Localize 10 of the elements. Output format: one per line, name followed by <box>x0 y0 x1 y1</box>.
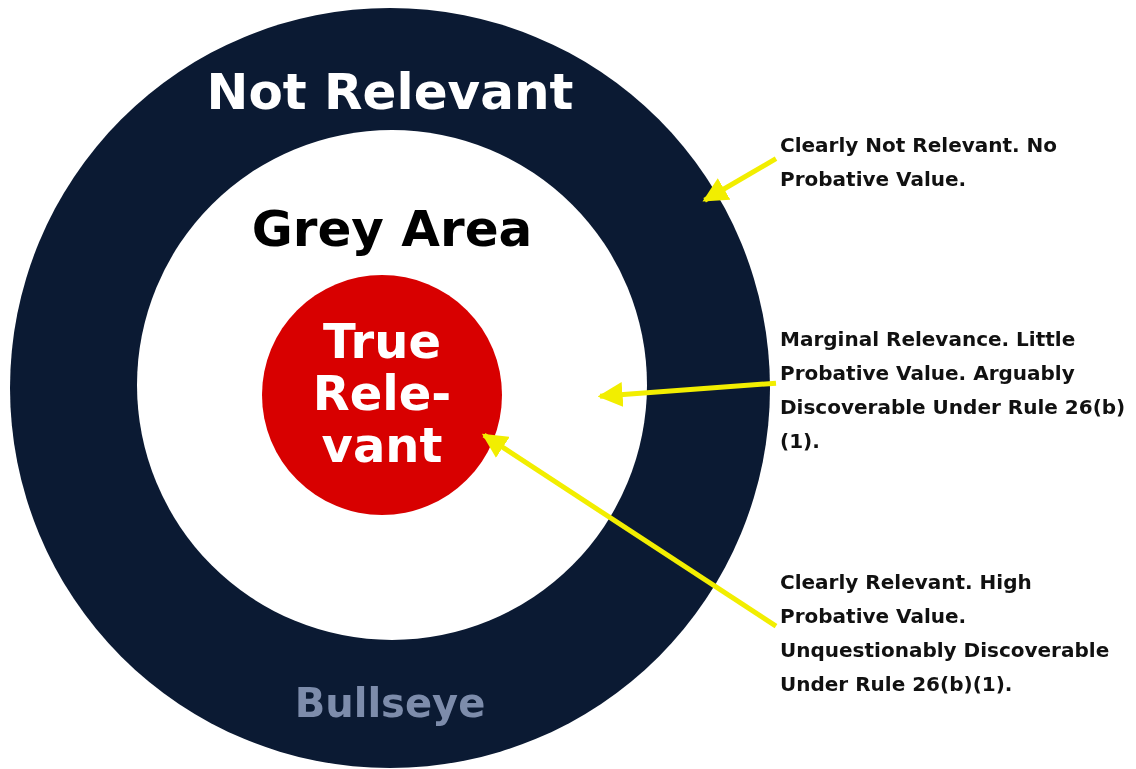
ring-label: Grey Area <box>250 200 534 258</box>
ring-label: Bullseye <box>293 680 487 726</box>
ring-label: Not Relevant <box>205 63 575 121</box>
annotation-text: Clearly Not Relevant. No Probative Value. <box>780 128 1130 196</box>
annotation-text: Clearly Relevant. High Probative Value. Unquestionably Discoverable Under Rule 26(b)(1). <box>780 565 1130 701</box>
arrow <box>702 156 778 203</box>
arrow <box>481 433 778 629</box>
arrow <box>597 380 777 408</box>
center-label: True Rele- vant <box>311 315 453 471</box>
annotation-text: Marginal Relevance. Little Probative Value. Arguably Discoverable Under Rule 26(b)(1). <box>780 322 1130 458</box>
